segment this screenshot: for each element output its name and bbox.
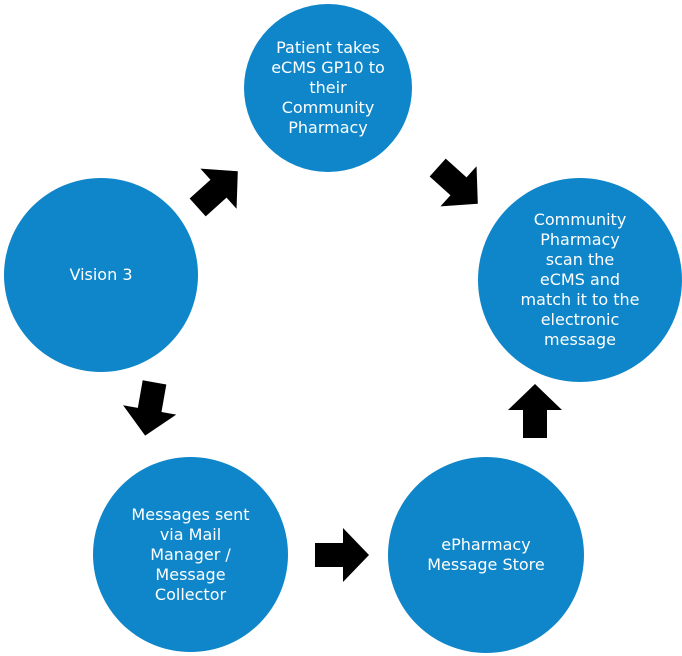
node-community-pharmacy-scan: Community Pharmacy scan the eCMS and mat…: [478, 178, 682, 382]
arrow-patient-to-community: [429, 158, 478, 207]
arrow-vision-to-patient: [189, 168, 238, 217]
node-epharmacy-message-store: ePharmacy Message Store: [388, 457, 584, 653]
node-label: Vision 3: [69, 265, 133, 284]
arrow-vision-to-messages: [123, 380, 177, 436]
node-messages-sent: Messages sent via Mail Manager / Message…: [93, 457, 288, 652]
node-label: ePharmacy Message Store: [427, 535, 545, 574]
node-label: Messages sent via Mail Manager / Message…: [131, 504, 250, 604]
arrow-store-to-community: [508, 384, 562, 438]
arrow-messages-to-store: [315, 528, 369, 582]
node-label: Community Pharmacy scan the eCMS and mat…: [520, 210, 640, 349]
node-label: Patient takes eCMS GP10 to their Communi…: [271, 38, 385, 137]
node-vision-3: Vision 3: [4, 178, 198, 372]
node-patient-takes-ecms: Patient takes eCMS GP10 to their Communi…: [244, 4, 412, 172]
